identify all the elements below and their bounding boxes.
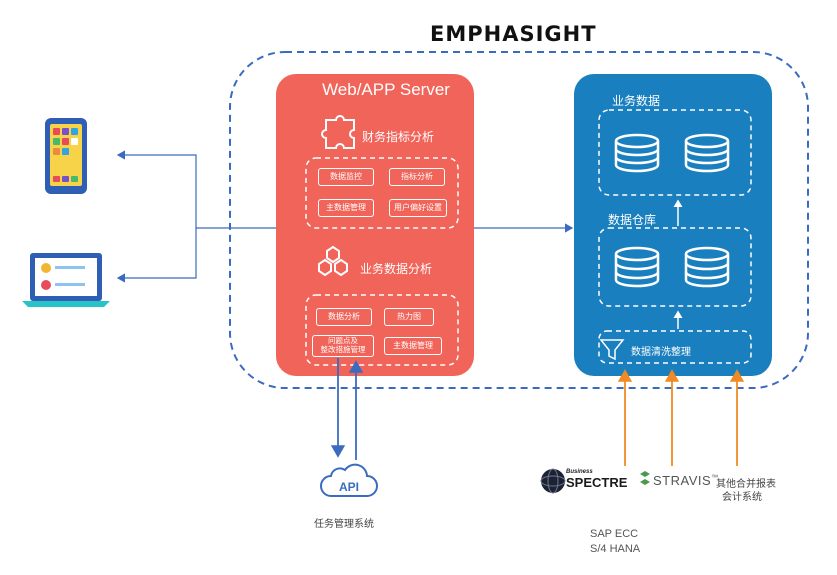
chip-data-monitoring[interactable]: 数据监控 [318,168,374,186]
business-data-title: 业务数据 [612,94,661,108]
api-label: API [338,480,359,494]
stravis-logo-text: STRAVIS™ [653,473,719,488]
smartphone-icon [45,118,87,194]
chip-master-data-mgmt[interactable]: 主数据管理 [318,199,374,217]
brand-logo: EMPHASIGHT [430,22,597,46]
chip-data-analysis[interactable]: 数据分析 [316,308,372,326]
task-system-caption: 任务管理系统 [314,519,374,530]
finance-module-box [305,157,459,229]
arrow-server-to-clients [116,150,276,229]
arrow-server-to-laptop [116,228,197,283]
hexagon-cluster-icon [318,245,348,277]
data-panel [574,74,772,376]
database-icon [684,246,730,288]
sap-label: SAP ECC S/4 HANA [590,527,640,557]
server-title: Web/APP Server [322,80,450,99]
stravis-trademark: ™ [711,474,719,482]
database-icon [614,246,660,288]
other-systems-label: 其他合并报表 会计系统 [716,478,776,504]
system-boundary [229,51,809,389]
stravis-name: STRAVIS [653,473,712,488]
chip-issue-rectification[interactable]: 问题点及 整改措施管理 [312,335,374,357]
chip-indicator-analysis[interactable]: 指标分析 [389,168,445,186]
chip-user-preferences[interactable]: 用户偏好设置 [389,199,447,217]
puzzle-icon [321,115,355,149]
sap-line-2: S/4 HANA [590,543,641,555]
database-icon [684,133,730,173]
business-section-title: 业务数据分析 [360,262,433,276]
cloud-icon [320,463,378,497]
other-line-1: 其他合并报表 [716,479,776,490]
funnel-icon [599,339,625,361]
finance-section-title: 财务指标分析 [362,130,435,144]
sap-line-1: SAP ECC [590,528,639,540]
business-module-box [305,294,459,366]
chip-heatmap[interactable]: 热力图 [384,308,434,326]
web-app-server-panel [276,74,474,376]
chip-master-data-mgmt-2[interactable]: 主数据管理 [384,337,442,355]
business-data-box [598,109,752,196]
other-line-2: 会计系统 [722,492,762,503]
spectre-globe-icon [541,469,565,493]
cleansing-box [598,330,752,364]
cleansing-title: 数据清洗整理 [631,347,691,358]
spectre-logo-text: SPECTRE [566,475,628,490]
laptop-icon [22,253,110,307]
database-icon [614,133,660,173]
spectre-small-label: Business [566,469,593,475]
stravis-logo-icon [640,471,650,485]
warehouse-box [598,227,752,307]
warehouse-title: 数据仓库 [608,213,657,227]
